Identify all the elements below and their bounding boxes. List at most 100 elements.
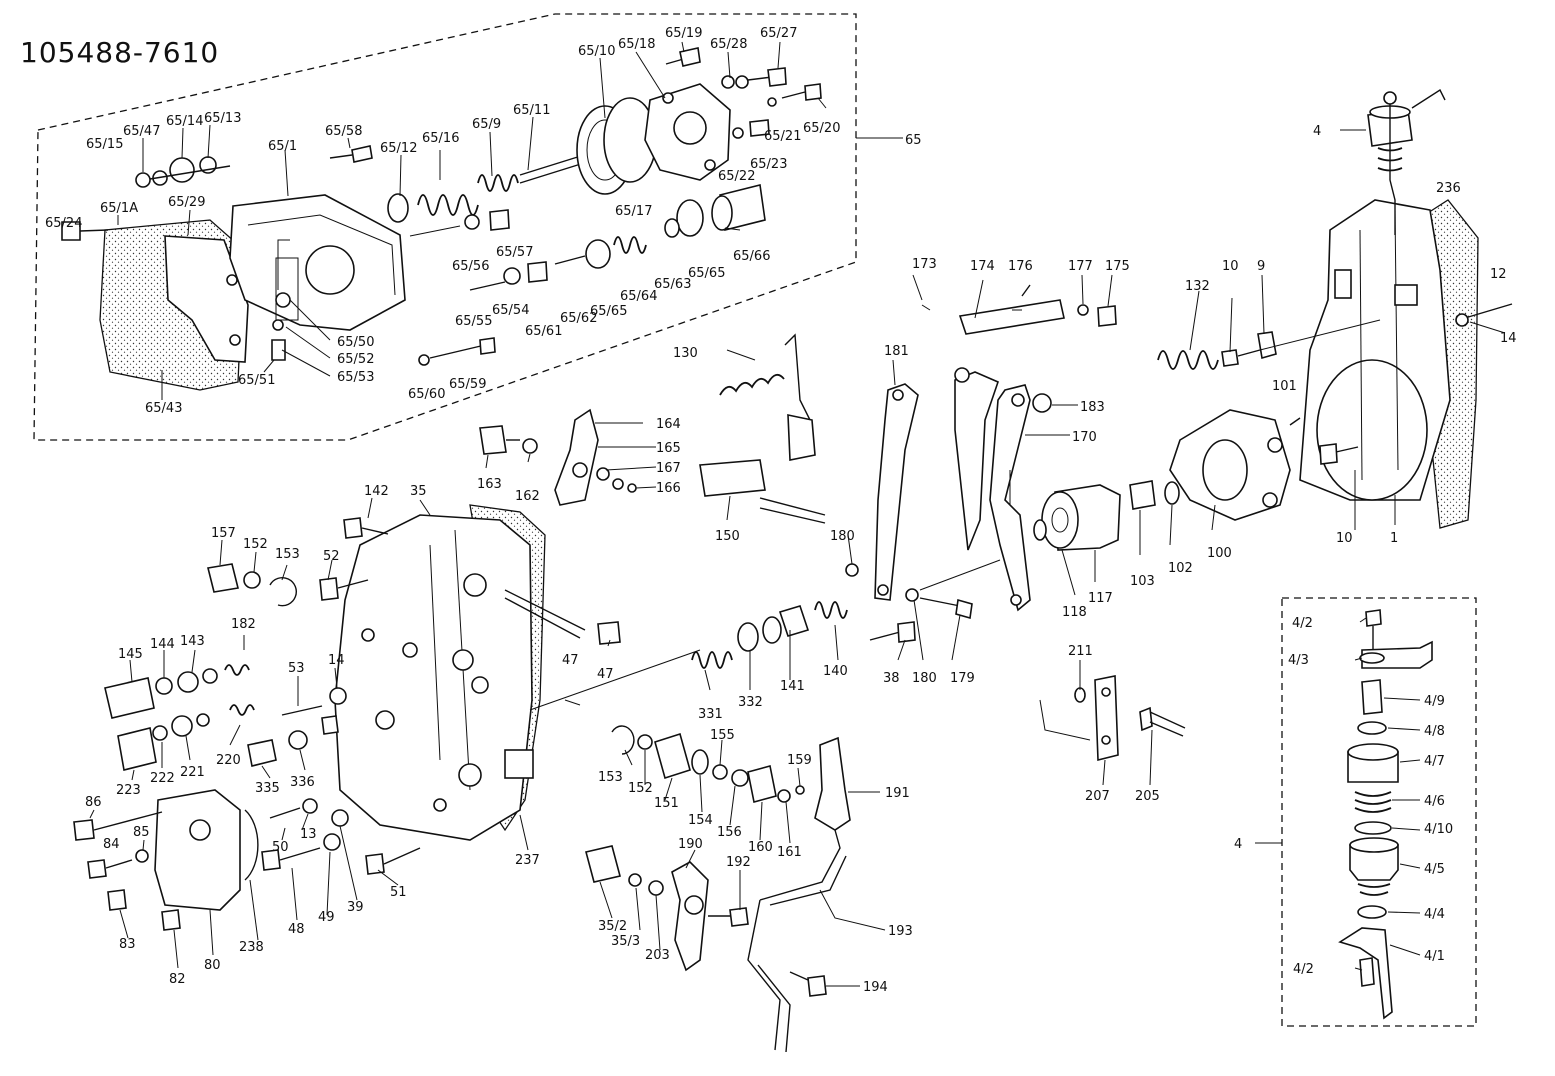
- part-label: 118: [1062, 605, 1087, 620]
- part-label: 65/66: [733, 249, 770, 264]
- part-label: 177: [1068, 259, 1093, 274]
- diagram-title: 105488-7610: [20, 36, 219, 69]
- part-label: 65/58: [325, 124, 362, 139]
- part-label: 207: [1085, 789, 1110, 804]
- part-label: 205: [1135, 789, 1160, 804]
- part-label: 203: [645, 948, 670, 963]
- part-label: 180: [912, 671, 937, 686]
- part-label: 183: [1080, 400, 1105, 415]
- part-label: 83: [119, 937, 136, 952]
- part-label: 150: [715, 529, 740, 544]
- part-label: 65/51: [238, 373, 275, 388]
- part-label: 223: [116, 783, 141, 798]
- part-label: 65/9: [472, 117, 501, 132]
- part-label: 39: [347, 900, 364, 915]
- part-label: 181: [884, 344, 909, 359]
- spring-331: [691, 651, 733, 669]
- assembly-65-parts: [61, 47, 822, 391]
- part-label: 84: [103, 837, 120, 852]
- part-label: 1: [1390, 531, 1398, 546]
- part-label: 65/63: [654, 277, 691, 292]
- part-label: 190: [678, 837, 703, 852]
- part-label: 167: [656, 461, 681, 476]
- part-label: 65/17: [615, 204, 652, 219]
- part-label: 153: [275, 547, 300, 562]
- part-label: 164: [656, 417, 681, 432]
- fork-191: [814, 736, 851, 831]
- part-label: 10: [1222, 259, 1239, 274]
- part-label: 194: [863, 980, 888, 995]
- part-label: 47: [597, 667, 614, 682]
- part-label: 143: [180, 634, 205, 649]
- assembly-4-boundary: [1281, 597, 1477, 1027]
- part-label: 53: [288, 661, 305, 676]
- part-label: 182: [231, 617, 256, 632]
- part-label: 65/11: [513, 103, 550, 118]
- part-label: 65/59: [449, 377, 486, 392]
- part-label: 65/23: [750, 157, 787, 172]
- part-labels: 65/10 65/18 65/19 65/28 65/27 65/20 65/2…: [45, 26, 1517, 995]
- lever-170: [989, 384, 1031, 612]
- part-label: 65/16: [422, 131, 459, 146]
- part-label: 65: [905, 133, 922, 148]
- part-label: 180: [830, 529, 855, 544]
- part-label: 65/1A: [100, 201, 138, 216]
- spring-130: [719, 373, 785, 396]
- bracket-4-1: [1338, 927, 1393, 1020]
- part-label: 4/6: [1424, 794, 1445, 809]
- part-label: 4/8: [1424, 724, 1445, 739]
- part-label: 65/27: [760, 26, 797, 41]
- part-label: 65/13: [204, 111, 241, 126]
- part-label: 82: [169, 972, 186, 987]
- part-label: 65/50: [337, 335, 374, 350]
- part-label: 160: [748, 840, 773, 855]
- part-label: 12: [1490, 267, 1507, 282]
- part-label: 35: [410, 484, 427, 499]
- shaft-150: [699, 459, 766, 497]
- part-label: 65/12: [380, 141, 417, 156]
- part-label: 151: [654, 796, 679, 811]
- part-label: 155: [710, 728, 735, 743]
- part-label: 4/7: [1424, 754, 1445, 769]
- plate-174: [958, 299, 1065, 335]
- spring-140: [814, 601, 848, 619]
- part-label: 192: [726, 855, 751, 870]
- part-label: 9: [1257, 259, 1265, 274]
- part-label: 211: [1068, 644, 1093, 659]
- part-label: 65/19: [665, 26, 702, 41]
- assembly-65-boundary: [33, 13, 857, 441]
- part-label: 117: [1088, 591, 1113, 606]
- part-label: 170: [1072, 430, 1097, 445]
- part-label: 80: [204, 958, 221, 973]
- pin-182: [504, 589, 586, 631]
- part-label: 65/65: [688, 266, 725, 281]
- part-label: 145: [118, 647, 143, 662]
- part-label: 13: [300, 827, 317, 842]
- spring-65-16: [417, 194, 479, 216]
- part-label: 163: [477, 477, 502, 492]
- part-label: 85: [133, 825, 150, 840]
- part-label: 153: [598, 770, 623, 785]
- part-label: 38: [883, 671, 900, 686]
- part-label: 102: [1168, 561, 1193, 576]
- part-label: 103: [1130, 574, 1155, 589]
- part-label: 220: [216, 753, 241, 768]
- part-label: 101: [1272, 379, 1297, 394]
- part-label: 100: [1207, 546, 1232, 561]
- part-label: 331: [698, 707, 723, 722]
- part-label: 65/61: [525, 324, 562, 339]
- part-label: 65/65: [590, 304, 627, 319]
- part-label: 52: [323, 549, 340, 564]
- lever-190: [671, 861, 709, 972]
- part-label: 14: [328, 653, 345, 668]
- part-label: 4/10: [1424, 822, 1453, 837]
- part-label: 65/20: [803, 121, 840, 136]
- part-label: 332: [738, 695, 763, 710]
- part-label: 65/56: [452, 259, 489, 274]
- part-label: 65/57: [496, 245, 533, 260]
- part-label: 162: [515, 489, 540, 504]
- lever-164: [554, 408, 599, 506]
- part-label: 65/28: [710, 37, 747, 52]
- part-label: 47: [562, 653, 579, 668]
- part-label: 173: [912, 257, 937, 272]
